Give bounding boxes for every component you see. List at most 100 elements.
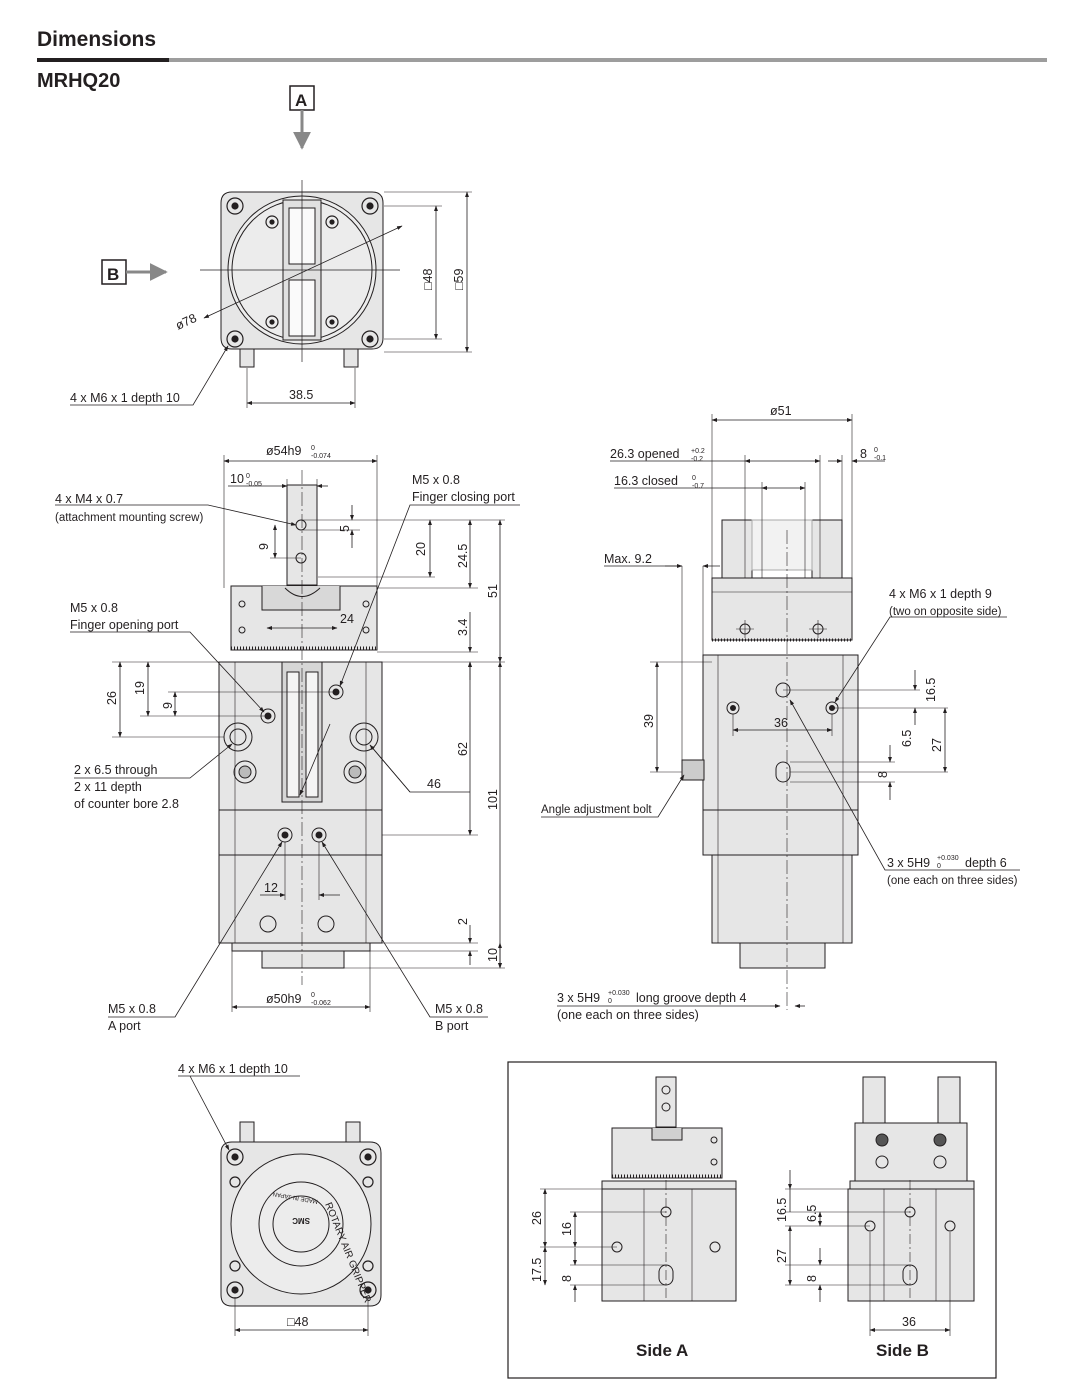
dim-inset-a-8: 8 — [560, 1275, 574, 1282]
dim-front-24: 24 — [340, 612, 354, 626]
dim-front-62: 62 — [456, 742, 470, 756]
label-side-h9a-note: (one each on three sides) — [887, 875, 1018, 887]
dim-side-opened-tol-upper: +0.2 — [691, 448, 705, 455]
label-side-b: Side B — [876, 1341, 929, 1360]
dim-side-36: 36 — [774, 716, 788, 730]
dim-side-closed: 16.3 closed — [614, 474, 678, 488]
label-finger-opening-port-note: Finger opening port — [70, 618, 179, 632]
label-side-h9a: 3 x 5H9 — [887, 856, 930, 870]
label-b-port-note: B port — [435, 1019, 469, 1033]
dim-front-d50-tol-upper: 0 — [311, 992, 315, 999]
label-finger-closing-port-note: Finger closing port — [412, 490, 515, 504]
section-title: Dimensions — [37, 28, 157, 51]
dim-side-65: 6.5 — [900, 730, 914, 747]
view-b-label: B — [107, 265, 119, 284]
label-side-a: Side A — [636, 1341, 688, 1360]
label-attachment-screw: 4 x M4 x 0.7 — [55, 492, 123, 506]
dim-front-d50: ø50h9 — [266, 992, 301, 1006]
logo-smc: SMC — [292, 1216, 310, 1225]
dim-inset-b-8: 8 — [805, 1275, 819, 1282]
dim-top-sq48: □48 — [421, 268, 435, 290]
label-b-port: M5 x 0.8 — [435, 1002, 483, 1016]
label-finger-opening-port: M5 x 0.8 — [70, 601, 118, 615]
label-angle-bolt: Angle adjustment bolt — [541, 804, 652, 816]
dim-front-9a: 9 — [257, 543, 271, 550]
label-through-hole-2: 2 x 11 depth — [74, 780, 142, 794]
dim-front-46: 46 — [427, 777, 441, 791]
dim-top-d78: ø78 — [173, 311, 198, 333]
dim-top-385: 38.5 — [289, 388, 313, 402]
dim-front-d50-tol-lower: -0.062 — [311, 1000, 331, 1007]
dim-inset-a-16: 16 — [560, 1222, 574, 1236]
label-finger-closing-port: M5 x 0.8 — [412, 473, 460, 487]
dim-side-8-tol-lower: -0.1 — [874, 455, 886, 462]
dim-front-d10-tol-lower: -0.05 — [246, 481, 262, 488]
dim-bottom-sq48: □48 — [287, 1315, 309, 1329]
side-view-labels: ø51 26.3 opened +0.2 -0.2 16.3 closed 0 … — [541, 404, 1018, 1022]
label-side-h9b-note: (one each on three sides) — [557, 1008, 699, 1022]
dim-side-8: 8 — [860, 447, 867, 461]
dim-front-d10-tol-upper: 0 — [246, 473, 250, 480]
dim-front-d54: ø54h9 — [266, 444, 301, 458]
bottom-view — [178, 1075, 382, 1336]
dim-inset-b-27: 27 — [775, 1249, 789, 1263]
dim-top-sq59: □59 — [452, 268, 466, 290]
title-rule-grey — [169, 58, 1047, 62]
dim-side-opened: 26.3 opened — [610, 447, 680, 461]
label-through-hole: 2 x 6.5 through — [74, 763, 157, 777]
dim-front-20: 20 — [414, 542, 428, 556]
top-view — [70, 85, 472, 408]
dim-front-26: 26 — [105, 691, 119, 705]
dim-front-9b: 9 — [161, 702, 175, 709]
label-bottom-holes: 4 x M6 x 1 depth 10 — [178, 1062, 288, 1076]
dim-side-opened-tol-lower: -0.2 — [691, 456, 703, 463]
model-name: MRHQ20 — [37, 70, 121, 92]
dim-inset-a-26: 26 — [530, 1211, 544, 1225]
dim-front-10b: 10 — [486, 948, 500, 962]
dim-side-39: 39 — [642, 714, 656, 728]
dim-inset-b-65: 6.5 — [805, 1205, 819, 1222]
label-side-h9a-tol-upper: +0.030 — [937, 855, 959, 862]
dim-side-8b: 8 — [876, 771, 890, 778]
dim-front-d54-tol-upper: 0 — [311, 445, 315, 452]
label-side-h9b-tol-upper: +0.030 — [608, 990, 630, 997]
label-side-h9b-depth: long groove depth 4 — [636, 991, 747, 1005]
label-side-h9b-tol-lower: 0 — [608, 998, 612, 1005]
view-a-label: A — [295, 91, 307, 110]
label-side-h9a-tol-lower: 0 — [937, 863, 941, 870]
label-side-m6-note: (two on opposite side) — [889, 606, 1002, 618]
label-a-port-note: A port — [108, 1019, 141, 1033]
label-top-holes: 4 x M6 x 1 depth 10 — [70, 391, 180, 405]
dim-front-d54-tol-lower: -0.074 — [311, 453, 331, 460]
dim-inset-b-36: 36 — [902, 1315, 916, 1329]
dim-side-closed-tol-upper: 0 — [692, 475, 696, 482]
dim-side-8-tol-upper: 0 — [874, 447, 878, 454]
label-side-h9a-depth: depth 6 — [965, 856, 1007, 870]
label-side-h9b: 3 x 5H9 — [557, 991, 600, 1005]
dim-side-max: Max. 9.2 — [604, 552, 652, 566]
dim-inset-a-175: 17.5 — [530, 1258, 544, 1282]
dim-side-165: 16.5 — [924, 678, 938, 702]
dim-inset-b-165: 16.5 — [775, 1198, 789, 1222]
dim-front-12: 12 — [264, 881, 278, 895]
label-attachment-screw-note: (attachment mounting screw) — [55, 512, 203, 524]
dim-front-d10: 10 — [230, 472, 244, 486]
dim-front-34: 3.4 — [456, 619, 470, 636]
title-rule-dark — [37, 58, 169, 62]
dim-front-245: 24.5 — [456, 544, 470, 568]
dim-side-27: 27 — [930, 738, 944, 752]
front-view — [55, 455, 520, 1018]
dim-side-d51: ø51 — [770, 404, 792, 418]
front-view-labels: ø54h9 0 -0.074 10 0 -0.05 4 x M4 x 0.7 (… — [55, 444, 515, 1033]
dim-front-2: 2 — [456, 918, 470, 925]
label-side-m6: 4 x M6 x 1 depth 9 — [889, 587, 992, 601]
dim-side-closed-tol-lower: -0.7 — [692, 483, 704, 490]
dim-front-101: 101 — [486, 789, 500, 810]
view-a-box — [289, 85, 315, 111]
dim-front-5: 5 — [338, 525, 352, 532]
label-through-hole-3: of counter bore 2.8 — [74, 797, 179, 811]
inset-labels: Side A Side B 26 16 17.5 8 16.5 6.5 27 8… — [530, 1198, 929, 1360]
dim-front-19: 19 — [133, 681, 147, 695]
label-a-port: M5 x 0.8 — [108, 1002, 156, 1016]
